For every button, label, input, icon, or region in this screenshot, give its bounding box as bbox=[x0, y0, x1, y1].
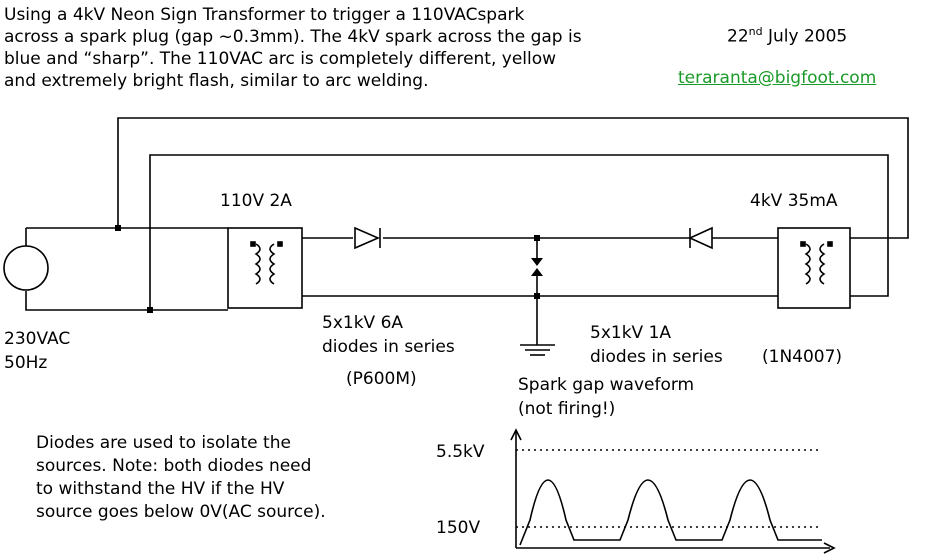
label-diodes-left-series: diodes in series bbox=[322, 337, 455, 357]
label-source-voltage: 230VAC bbox=[4, 329, 70, 349]
description-line: and extremely bright flash, similar to a… bbox=[4, 71, 429, 91]
description-line: Using a 4kV Neon Sign Transformer to tri… bbox=[4, 5, 525, 25]
date-day: 22 bbox=[727, 26, 749, 47]
label-diodes-right-rating: 5x1kV 1A bbox=[590, 323, 671, 343]
note-line: Diodes are used to isolate the bbox=[36, 433, 291, 453]
wire-outer-loop bbox=[117, 117, 909, 239]
note-line: to withstand the HV if the HV bbox=[36, 479, 285, 499]
label-diodes-right-part: (1N4007) bbox=[762, 347, 842, 367]
label-diodes-left-rating: 5x1kV 6A bbox=[322, 313, 403, 333]
label-diodes-right-series: diodes in series bbox=[590, 347, 723, 367]
label-transformer-right: 4kV 35mA bbox=[750, 191, 838, 211]
transformer-left bbox=[227, 227, 303, 309]
waveform-trace bbox=[519, 479, 822, 546]
date-rest: July 2005 bbox=[762, 26, 848, 47]
transformer-right bbox=[777, 227, 851, 309]
diode-left bbox=[354, 226, 381, 250]
note-text: Diodes are used to isolate the sources. … bbox=[36, 432, 326, 524]
ac-source-symbol bbox=[3, 245, 49, 291]
junction-dot bbox=[534, 235, 540, 241]
waveform-x-arrow bbox=[823, 542, 836, 554]
description-line: blue and “sharp”. The 110VAC arc is comp… bbox=[4, 49, 557, 69]
label-waveform-subtitle: (not firing!) bbox=[518, 399, 615, 419]
waveform-plot bbox=[510, 428, 836, 554]
description-line: across a spark plug (gap ~0.3mm). The 4k… bbox=[4, 27, 582, 47]
email-link[interactable]: teraranta@bigfoot.com bbox=[678, 68, 877, 88]
wire-source-bottom bbox=[25, 291, 228, 311]
label-wave-low: 150V bbox=[436, 518, 480, 538]
label-wave-high: 5.5kV bbox=[436, 442, 485, 462]
label-source-freq: 50Hz bbox=[4, 353, 47, 373]
junction-dot bbox=[147, 307, 153, 313]
waveform-y-arrow bbox=[510, 428, 522, 441]
label-waveform-title: Spark gap waveform bbox=[518, 375, 694, 395]
label-diodes-left-part: (P600M) bbox=[346, 369, 417, 389]
junction-dot bbox=[115, 225, 121, 231]
description-text: Using a 4kV Neon Sign Transformer to tri… bbox=[4, 4, 582, 92]
spark-gap-tip-upper bbox=[531, 258, 543, 266]
date-label: 22nd July 2005 bbox=[727, 20, 847, 49]
date-suffix: nd bbox=[748, 25, 763, 38]
junction-dot bbox=[534, 293, 540, 299]
diode-right bbox=[688, 226, 713, 250]
spark-gap-tip-lower bbox=[531, 268, 543, 276]
label-transformer-left: 110V 2A bbox=[220, 191, 292, 211]
note-line: sources. Note: both diodes need bbox=[36, 456, 312, 476]
note-line: source goes below 0V(AC source). bbox=[36, 502, 326, 522]
wire-inner-loop bbox=[149, 154, 889, 310]
